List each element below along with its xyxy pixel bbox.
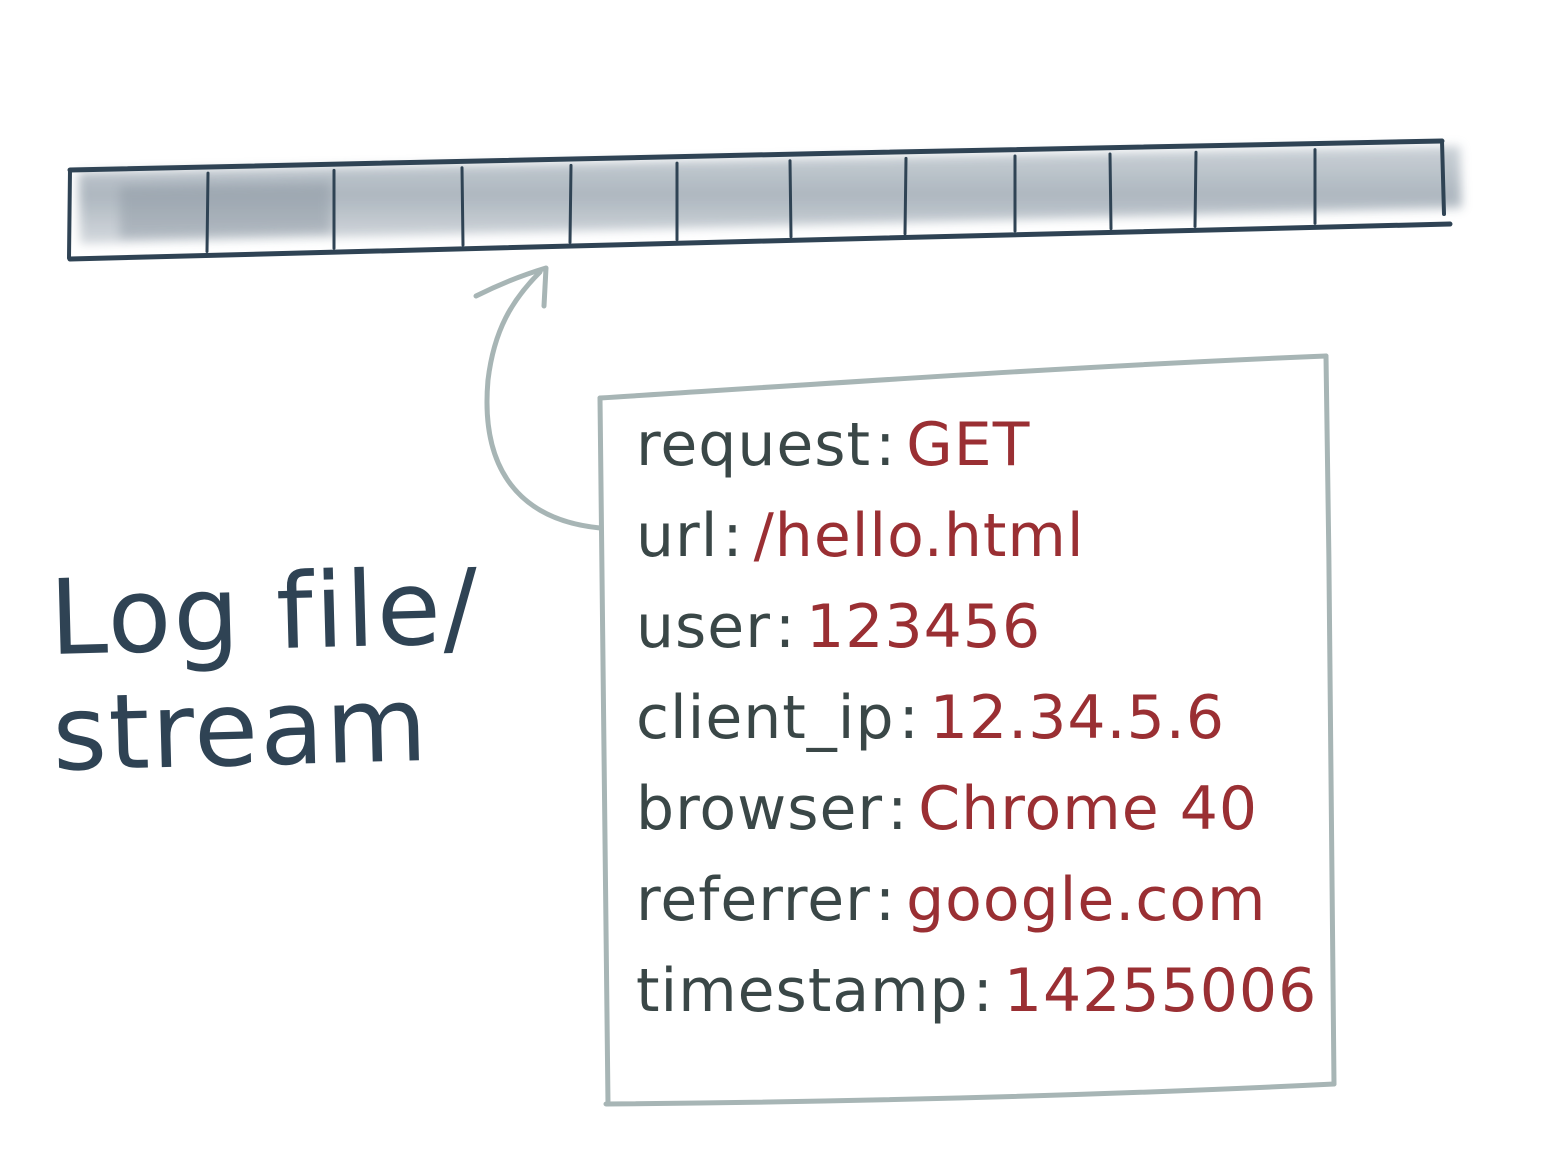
field-key: referrer bbox=[636, 865, 871, 935]
stream-segment-divider bbox=[1108, 152, 1113, 231]
field-separator: : bbox=[774, 592, 797, 662]
field-value: google.com bbox=[906, 865, 1267, 935]
record-card-right-edge bbox=[1323, 353, 1337, 1087]
field-key: browser bbox=[636, 774, 884, 844]
field-separator: : bbox=[722, 501, 744, 571]
field-value: GET bbox=[906, 410, 1031, 480]
field-key: client_ip bbox=[636, 683, 895, 753]
log-stream-bar bbox=[67, 138, 1462, 262]
stream-segment-divider bbox=[568, 163, 573, 244]
stream-bar-left-edge bbox=[67, 168, 72, 260]
caption-line-1: Log file/ bbox=[47, 545, 482, 679]
stream-bar-bottom-edge bbox=[67, 221, 1453, 262]
field-separator: : bbox=[887, 774, 909, 844]
stream-bar-right-edge bbox=[1440, 139, 1446, 216]
field-key: user bbox=[636, 592, 771, 662]
stream-segment-dividers bbox=[205, 148, 1317, 253]
field-key: request bbox=[636, 410, 872, 480]
field-client-ip: client_ip : 12.34.5.6 bbox=[636, 683, 1316, 774]
log-stream-caption: Log file/ stream bbox=[47, 545, 534, 796]
stream-segment-divider bbox=[205, 171, 210, 253]
field-value: Chrome 40 bbox=[918, 774, 1259, 844]
stream-bar-fill-dark bbox=[120, 182, 330, 238]
field-value: 123456 bbox=[806, 592, 1042, 662]
field-user: user : 123456 bbox=[636, 592, 1316, 683]
field-timestamp: timestamp : 14255006 bbox=[636, 956, 1316, 1047]
caption-line-2: stream bbox=[50, 663, 431, 796]
stream-bar-fill bbox=[78, 146, 1462, 244]
field-separator: : bbox=[875, 410, 897, 480]
field-key: url bbox=[636, 501, 719, 571]
stream-segment-divider bbox=[1193, 150, 1198, 228]
field-separator: : bbox=[898, 683, 920, 753]
record-card-bottom-edge bbox=[603, 1081, 1337, 1107]
field-separator: : bbox=[972, 956, 994, 1026]
field-separator: : bbox=[874, 865, 897, 935]
stream-bar-top-edge bbox=[67, 138, 1445, 173]
field-value: 12.34.5.6 bbox=[929, 683, 1226, 753]
arrow-head bbox=[473, 265, 549, 309]
record-card-top-edge bbox=[597, 353, 1329, 401]
arrow-shaft bbox=[484, 269, 603, 531]
field-referrer: referrer : google.com bbox=[636, 865, 1316, 956]
stream-segment-divider bbox=[460, 166, 465, 247]
stream-segment-divider bbox=[788, 159, 793, 239]
field-key: timestamp bbox=[636, 956, 969, 1026]
stream-segment-divider bbox=[903, 156, 908, 236]
curved-arrow-icon bbox=[473, 265, 603, 531]
field-url: url : /hello.html bbox=[636, 501, 1316, 592]
record-fields: request : GET url : /hello.html user : 1… bbox=[636, 410, 1316, 1047]
field-request: request : GET bbox=[636, 410, 1316, 501]
record-card-left-edge bbox=[597, 395, 611, 1107]
field-browser: browser : Chrome 40 bbox=[636, 774, 1316, 865]
field-value: /hello.html bbox=[753, 501, 1085, 571]
field-value: 14255006 bbox=[1003, 956, 1318, 1026]
